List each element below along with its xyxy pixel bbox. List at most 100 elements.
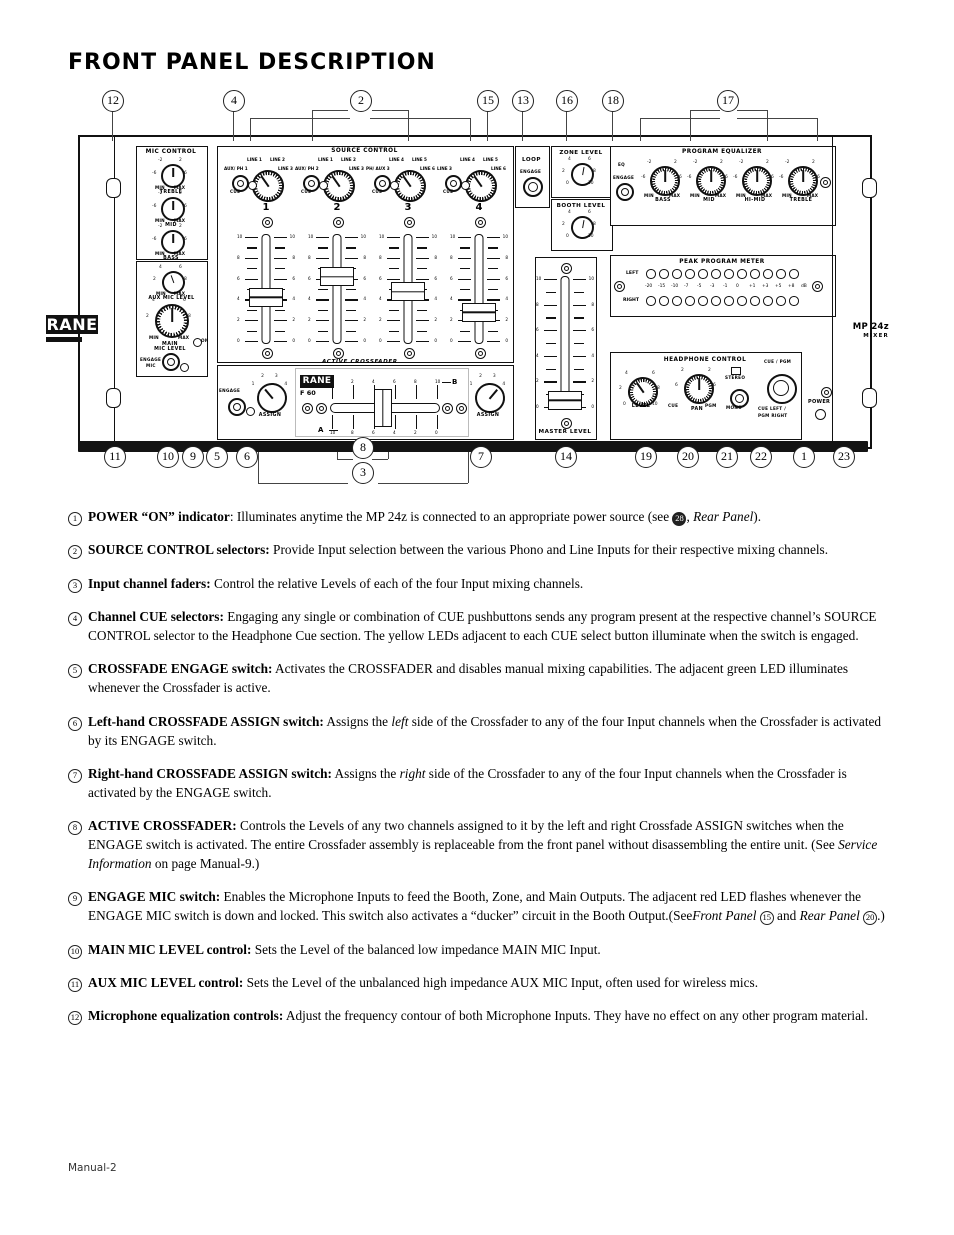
model-label: MP 24z MIXER <box>852 322 889 339</box>
eq-bass-knob[interactable] <box>650 166 680 196</box>
eq-mid-label: MID <box>703 198 715 203</box>
fader-cap[interactable] <box>249 287 283 307</box>
fader-tick-minor <box>346 289 356 291</box>
meter-scale-label: -3 <box>710 284 715 289</box>
fader-tick-minor <box>247 247 257 249</box>
meter-led-right <box>672 296 682 306</box>
mic-treble-knob[interactable] <box>161 164 185 188</box>
meter-scale-label: +8 <box>788 284 795 289</box>
rack-ear-left <box>78 135 115 445</box>
callout-16: 16 <box>556 90 578 112</box>
description-text-10: MAIN MIC LEVEL control: Sets the Level o… <box>88 941 601 957</box>
crossfade-engage-button[interactable] <box>228 398 246 416</box>
fader-scale-label: 8 <box>379 254 382 260</box>
loop-engage-label: ENGAGE <box>520 169 542 174</box>
main-mic-level-knob[interactable] <box>155 304 189 338</box>
mic-mid-knob[interactable] <box>161 197 185 221</box>
leader-line <box>612 110 613 141</box>
source-label-left: AUX/ PH 1 <box>224 166 248 171</box>
fader-tick-minor <box>460 289 470 291</box>
rack-hole <box>862 388 877 408</box>
source-label-top-left: LINE 1 <box>318 157 333 162</box>
cue-button-2[interactable] <box>303 175 320 192</box>
leader-bracket <box>737 110 767 111</box>
fader-tick-minor <box>460 330 470 332</box>
knob-tick: 2 <box>179 191 182 196</box>
fader-tick <box>345 341 358 343</box>
fader-scale-label: 8 <box>308 254 311 260</box>
eq-mid-knob[interactable] <box>696 166 726 196</box>
knob-tick: -6 <box>687 174 692 180</box>
mic-bass-label: BASS <box>163 256 179 261</box>
eq-treble-knob[interactable] <box>788 166 818 196</box>
crossfader-tick <box>437 385 439 399</box>
fader-tick-minor <box>318 330 328 332</box>
fader-tick <box>345 237 358 239</box>
fader-cap[interactable] <box>462 302 496 322</box>
source-label-right: LINE 6 <box>491 166 506 171</box>
crossfader-tick <box>395 415 397 429</box>
fader-tick <box>544 381 557 383</box>
crossfader-scale-top: 10 <box>435 379 441 384</box>
knob-min-label: MIN <box>155 185 165 190</box>
fader-tick <box>316 341 329 343</box>
fader-cap[interactable] <box>548 390 582 410</box>
crossfader-tick <box>437 415 439 429</box>
panel-screw <box>404 217 415 228</box>
crossfader-scale-bottom: 0 <box>435 430 438 435</box>
mic-bass-knob[interactable] <box>161 230 185 254</box>
callout-1: 1 <box>793 446 815 468</box>
fader-scale-label: 8 <box>536 301 539 307</box>
fader-cap[interactable] <box>391 282 425 302</box>
crossfader-cap[interactable] <box>374 389 392 427</box>
callout-15: 15 <box>477 90 499 112</box>
crossfader-b-dash <box>442 382 451 384</box>
fader-cap[interactable] <box>320 267 354 287</box>
panel-screw <box>475 217 486 228</box>
callout-8: 8 <box>352 437 374 459</box>
headphone-jack-inner <box>773 380 789 396</box>
eq-engage-button[interactable] <box>616 183 634 201</box>
fader-scale-label: 0 <box>363 338 366 343</box>
knob-tick: 2 <box>146 313 149 319</box>
fader-scale-label: 8 <box>434 254 437 260</box>
cue-button-3[interactable] <box>374 175 391 192</box>
meter-led-left <box>763 269 773 279</box>
crossfader-scale-top: 8 <box>414 379 417 384</box>
headphone-pgm-label: PGM <box>705 403 717 408</box>
knob-tick: 4 <box>568 210 571 215</box>
fader-tick-minor <box>389 309 399 312</box>
fader-tick <box>544 330 557 332</box>
cue-left-pgm-right-1: CUE LEFT / <box>758 406 787 411</box>
loop-engage-button[interactable] <box>523 177 543 197</box>
headphone-pan-knob[interactable] <box>684 374 714 404</box>
fader-tick <box>274 237 287 239</box>
knob-tick: 10 <box>588 181 594 186</box>
fader-tick <box>416 257 429 260</box>
meter-scale-label: 0 <box>736 284 739 289</box>
knob-max-label: MAX <box>174 251 186 256</box>
knob-tick: 0 <box>566 234 569 239</box>
knob-tick: 6 <box>184 170 187 176</box>
panel-screw <box>262 217 273 228</box>
knob-tick: 6 <box>771 174 774 180</box>
knob-tick: 6 <box>725 174 728 180</box>
crossfader-scale-bottom: 10 <box>330 430 336 435</box>
fader-scale-label: 4 <box>308 296 311 302</box>
knob-tick: 6 <box>817 174 820 180</box>
fader-tick <box>573 279 586 281</box>
engage-mic-button[interactable] <box>162 353 180 371</box>
mono-stereo-button[interactable] <box>730 389 749 408</box>
description-text-1: POWER “ON” indicator: Illuminates anytim… <box>88 509 762 526</box>
crossfade-engage-led <box>246 407 255 416</box>
eq-himid-knob[interactable] <box>742 166 772 196</box>
description-text-11: AUX MIC LEVEL control: Sets the Level of… <box>88 974 759 990</box>
knob-min-label: MIN <box>644 193 654 198</box>
